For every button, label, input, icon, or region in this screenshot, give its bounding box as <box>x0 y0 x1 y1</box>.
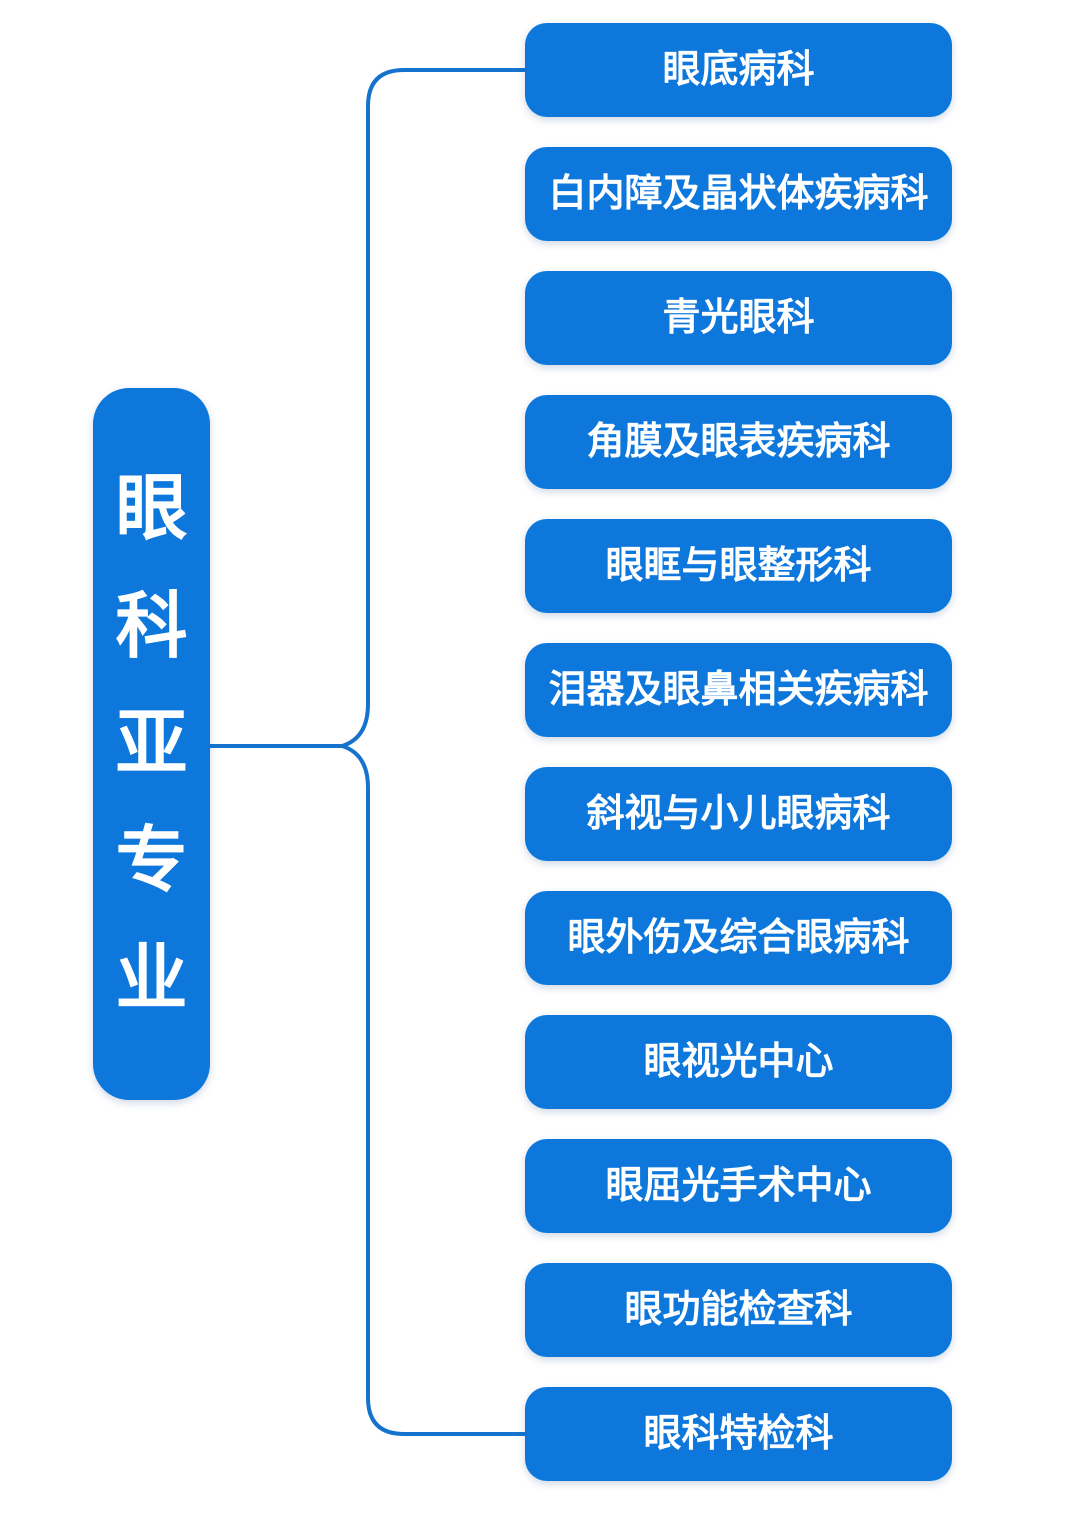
branch-node-optometry-center: 眼视光中心 <box>525 1015 952 1109</box>
branch-node-glaucoma: 青光眼科 <box>525 271 952 365</box>
connector-lower-path <box>208 744 527 1436</box>
root-node-char: 业 <box>115 938 188 1019</box>
branch-label: 眼视光中心 <box>643 1041 834 1083</box>
root-node-char: 科 <box>115 586 188 667</box>
branch-node-lacrimal-eye-nose-disease: 泪器及眼鼻相关疾病科 <box>525 643 952 737</box>
root-node-char: 亚 <box>115 703 188 784</box>
branch-label: 眼科特检科 <box>643 1413 834 1455</box>
branch-label: 眼屈光手术中心 <box>605 1165 872 1207</box>
connector-upper-path <box>208 68 527 748</box>
branch-node-eye-function-exam: 眼功能检查科 <box>525 1263 952 1357</box>
branch-label: 眼底病科 <box>662 49 815 91</box>
branch-label: 眼外伤及综合眼病科 <box>567 917 910 959</box>
branch-label: 眼眶与眼整形科 <box>605 545 872 587</box>
branch-node-orbit-oculoplastics: 眼眶与眼整形科 <box>525 519 952 613</box>
branch-node-special-exam: 眼科特检科 <box>525 1387 952 1481</box>
branch-label: 白内障及晶状体疾病科 <box>548 173 929 215</box>
branch-label: 泪器及眼鼻相关疾病科 <box>548 669 929 711</box>
branch-node-cataract-lens-disease: 白内障及晶状体疾病科 <box>525 147 952 241</box>
root-node-char: 眼 <box>115 469 188 550</box>
branch-label: 青光眼科 <box>662 297 815 339</box>
branch-node-strabismus-pediatric: 斜视与小儿眼病科 <box>525 767 952 861</box>
branch-node-refractive-surgery-center: 眼屈光手术中心 <box>525 1139 952 1233</box>
root-node-char: 专 <box>115 821 188 902</box>
branch-label: 斜视与小儿眼病科 <box>586 793 891 835</box>
branch-label: 眼功能检查科 <box>624 1289 853 1331</box>
branch-node-ocular-trauma-general: 眼外伤及综合眼病科 <box>525 891 952 985</box>
branch-label: 角膜及眼表疾病科 <box>586 421 891 463</box>
root-node-ophthalmology-subspecialty: 眼 科 亚 专 业 <box>93 388 210 1100</box>
branch-node-fundus-disease: 眼底病科 <box>525 23 952 117</box>
branch-node-cornea-ocular-surface: 角膜及眼表疾病科 <box>525 395 952 489</box>
